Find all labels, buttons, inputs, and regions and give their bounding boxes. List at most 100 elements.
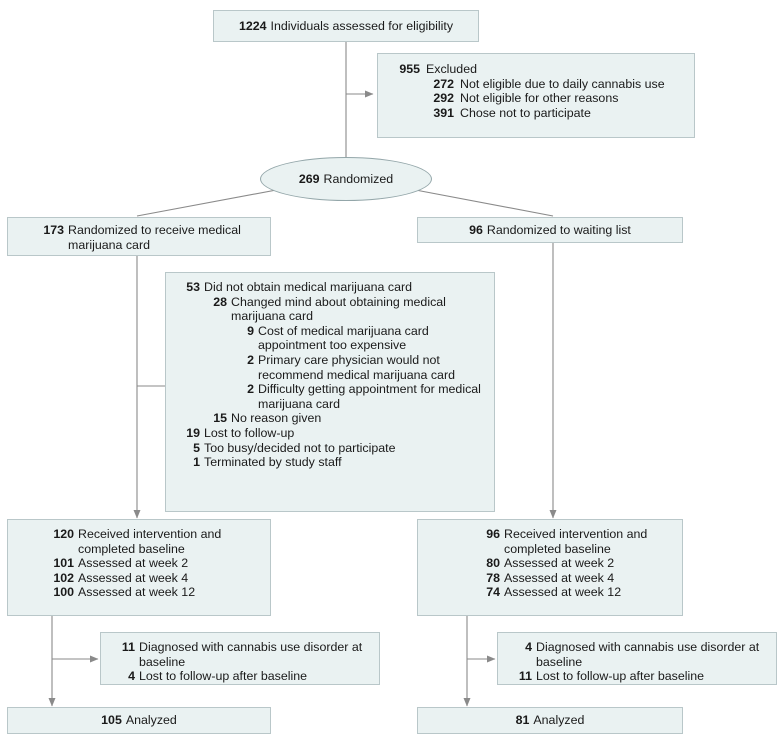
excluded-text: Not eligible for other reasons: [460, 91, 619, 106]
excluded-analysis-control-item: 11 Lost to follow-up after baseline: [506, 669, 768, 684]
excluded-count: 955: [399, 62, 420, 76]
received-control-item: 74 Assessed at week 12: [470, 585, 674, 600]
did-not-obtain-text: Changed mind about obtaining medical mar…: [231, 294, 446, 324]
excluded-analysis-treatment-count: 4: [128, 669, 135, 684]
did-not-obtain-count: 53: [186, 280, 200, 294]
received-control-item: 80 Assessed at week 2: [470, 556, 674, 571]
received-control-text: Assessed at week 12: [504, 585, 622, 600]
received-treatment-text: Assessed at week 2: [78, 556, 189, 571]
analyzed-control-text: Analyzed: [533, 713, 585, 728]
received-treatment-count: 100: [53, 585, 74, 600]
received-control-item: 78 Assessed at week 4: [470, 571, 674, 586]
excluded-item: 391 Chose not to participate: [388, 106, 686, 121]
node-excluded: 955 Excluded 272 Not eligible due to dai…: [377, 53, 695, 138]
excluded-count: 272: [433, 76, 454, 91]
did-not-obtain-item: 15 No reason given: [174, 411, 486, 426]
arm-treatment-item: 173 Randomized to receive medical mariju…: [34, 223, 262, 252]
excluded-analysis-control-count: 4: [525, 640, 532, 654]
node-excluded-from-analysis-treatment: 11 Diagnosed with cannabis use disorder …: [100, 632, 380, 685]
did-not-obtain-item: 9 Cost of medical marijuana card appoint…: [174, 324, 486, 353]
did-not-obtain-item: 53 Did not obtain medical marijuana card: [174, 280, 486, 295]
excluded-analysis-treatment-text: Lost to follow-up after baseline: [139, 669, 308, 684]
excluded-analysis-control-count: 11: [518, 669, 532, 684]
did-not-obtain-count: 2: [247, 382, 254, 397]
did-not-obtain-count: 28: [213, 294, 227, 309]
did-not-obtain-item: 2 Difficulty getting appointment for med…: [174, 382, 486, 411]
received-treatment-item: 102 Assessed at week 4: [42, 571, 262, 586]
received-treatment-text: Assessed at week 12: [78, 585, 196, 600]
did-not-obtain-item: 19 Lost to follow-up: [174, 426, 486, 441]
excluded-analysis-treatment-item: 4 Lost to follow-up after baseline: [109, 669, 371, 684]
did-not-obtain-text: Difficulty getting appointment for medic…: [258, 382, 481, 411]
node-received-intervention-control: 96 Received intervention and completed b…: [417, 519, 683, 616]
node-excluded-from-analysis-control: 4 Diagnosed with cannabis use disorder a…: [497, 632, 777, 685]
did-not-obtain-count: 1: [193, 455, 200, 470]
excluded-item: 292 Not eligible for other reasons: [388, 91, 686, 106]
excluded-analysis-control-item: 4 Diagnosed with cannabis use disorder a…: [506, 640, 768, 669]
randomized-count: 269: [298, 171, 320, 186]
received-treatment-item: 120 Received intervention and completed …: [42, 527, 262, 556]
excluded-count: 292: [433, 91, 454, 106]
assessed-count: 1224: [238, 18, 267, 33]
did-not-obtain-text: Cost of medical marijuana card appointme…: [258, 323, 429, 353]
did-not-obtain-text: Primary care physician would not recomme…: [258, 352, 455, 382]
received-treatment-count: 102: [53, 570, 74, 585]
excluded-analysis-treatment-count: 11: [121, 640, 135, 654]
node-did-not-obtain-card: 53 Did not obtain medical marijuana card…: [165, 272, 495, 512]
received-treatment-text: Assessed at week 4: [78, 570, 189, 585]
did-not-obtain-count: 15: [213, 411, 227, 426]
excluded-text: Chose not to participate: [460, 105, 591, 120]
received-control-count: 96: [486, 527, 500, 541]
excluded-analysis-control-text: Lost to follow-up after baseline: [536, 669, 705, 684]
analyzed-treatment-count: 105: [101, 713, 122, 728]
did-not-obtain-text: Terminated by study staff: [204, 455, 342, 470]
arm-control-count: 96: [469, 222, 483, 237]
received-control-text: Assessed at week 2: [504, 556, 615, 571]
received-control-count: 78: [486, 570, 500, 585]
excluded-analysis-control-text: Diagnosed with cannabis use disorder at …: [536, 640, 760, 669]
received-control-text: Received intervention and completed base…: [504, 527, 648, 556]
did-not-obtain-item: 2 Primary care physician would not recom…: [174, 353, 486, 382]
did-not-obtain-text: Too busy/decided not to participate: [204, 440, 396, 455]
received-treatment-text: Received intervention and completed base…: [78, 527, 222, 556]
node-randomized-to-medical-marijuana-card: 173 Randomized to receive medical mariju…: [7, 217, 271, 256]
did-not-obtain-text: No reason given: [231, 411, 322, 426]
did-not-obtain-item: 5 Too busy/decided not to participate: [174, 441, 486, 456]
excluded-text: Excluded: [426, 62, 477, 76]
excluded-item: 272 Not eligible due to daily cannabis u…: [388, 77, 686, 92]
randomized-text: Randomized: [323, 171, 394, 186]
did-not-obtain-count: 2: [247, 352, 254, 367]
analyzed-control-count: 81: [515, 713, 530, 728]
arm-treatment-count: 173: [43, 223, 64, 237]
excluded-count: 391: [433, 105, 454, 120]
analyzed-treatment-text: Analyzed: [125, 713, 177, 728]
arm-treatment-text: Randomized to receive medical marijuana …: [68, 223, 241, 252]
did-not-obtain-count: 19: [186, 425, 200, 440]
received-treatment-item: 100 Assessed at week 12: [42, 585, 262, 600]
excluded-text: Not eligible due to daily cannabis use: [460, 76, 665, 91]
excluded-analysis-treatment-item: 11 Diagnosed with cannabis use disorder …: [109, 640, 371, 669]
received-control-count: 80: [486, 556, 500, 571]
did-not-obtain-count: 5: [193, 440, 200, 455]
received-control-count: 74: [486, 585, 500, 600]
excluded-item: 955 Excluded: [388, 62, 686, 77]
excluded-analysis-treatment-text: Diagnosed with cannabis use disorder at …: [139, 640, 363, 669]
node-received-intervention-treatment: 120 Received intervention and completed …: [7, 519, 271, 616]
did-not-obtain-count: 9: [247, 323, 254, 338]
received-treatment-count: 101: [53, 556, 74, 571]
received-control-text: Assessed at week 4: [504, 570, 615, 585]
did-not-obtain-text: Did not obtain medical marijuana card: [204, 280, 412, 294]
did-not-obtain-item: 1 Terminated by study staff: [174, 455, 486, 470]
did-not-obtain-item: 28 Changed mind about obtaining medical …: [174, 295, 486, 324]
